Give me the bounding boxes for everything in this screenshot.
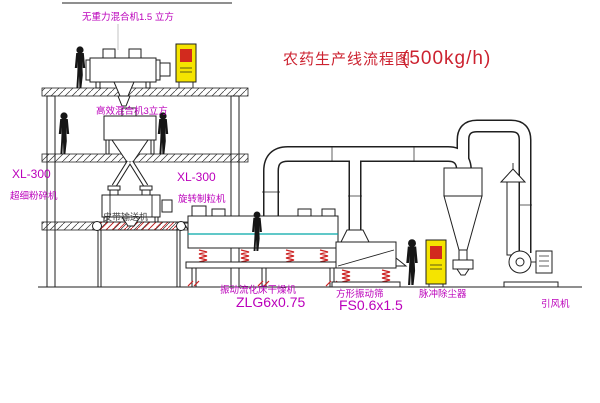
- label-dust-collector: 脉冲除尘器: [419, 288, 467, 300]
- screen-spring: [381, 269, 391, 283]
- stack-body: [506, 181, 520, 256]
- cyclone-separator: [443, 167, 483, 276]
- exhaust-stack: [499, 163, 527, 256]
- rotary-granulator: [101, 189, 173, 227]
- cyclone-cone: [443, 195, 483, 251]
- gravity-mixer: [85, 48, 171, 107]
- cabinet-panel: [430, 246, 442, 259]
- label-screen-model: FS0.6x1.5: [339, 297, 403, 313]
- mixer-motor: [159, 62, 171, 77]
- dryer-spring: [240, 249, 250, 263]
- granulator-discharge: [121, 216, 141, 227]
- label-high-eff-mixer: 高效混合机3立方: [96, 105, 168, 117]
- label-granulator-model: XL-300: [177, 170, 216, 184]
- person-icon: [58, 112, 70, 154]
- conveyor-pulley: [92, 221, 102, 231]
- dryer-body: [187, 215, 339, 249]
- mixer-inlet: [102, 48, 116, 59]
- main-exhaust-duct: [263, 146, 472, 218]
- label-pulverizer-model: XL-300: [12, 167, 51, 181]
- label-dryer-model: ZLG6x0.75: [236, 294, 305, 310]
- mixer-inlet: [128, 48, 142, 59]
- screen-hood: [340, 229, 370, 243]
- page-title-capacity: (500kg/h): [402, 48, 491, 69]
- label-granulator-name: 旋转制粒机: [178, 193, 226, 205]
- label-induced-fan: 引风机: [541, 298, 570, 310]
- person-icon: [74, 46, 86, 88]
- screen-deck: [337, 249, 395, 267]
- fluid-bed-dryer: [185, 205, 341, 288]
- label-screen-name: 方形振动筛: [336, 288, 384, 300]
- text-labels: 农药生产线流程图 (500kg/h) 无重力混合机1.5 立方 高效混合机3立方…: [10, 11, 570, 313]
- fan-base: [503, 281, 559, 288]
- cyclone-cylinder: [443, 167, 483, 197]
- screen-spring: [341, 269, 351, 283]
- label-belt-conveyor: 皮带输送机: [103, 211, 148, 222]
- stack-rain-cap: [499, 168, 527, 183]
- rotary-valve: [452, 259, 474, 270]
- dryer-spring: [285, 249, 295, 263]
- belt-conveyor: [92, 221, 186, 231]
- dryer-base: [185, 261, 341, 269]
- dryer-port: [211, 208, 226, 217]
- mid-floor-slab: [41, 153, 249, 163]
- induced-draft-fan: [503, 250, 559, 288]
- cabinet-panel: [180, 49, 192, 62]
- label-gravity-mixer: 无重力混合机1.5 立方: [82, 11, 174, 23]
- control-cabinet-top: [175, 43, 197, 88]
- page-title: 农药生产线流程图: [283, 51, 411, 68]
- dryer-port: [297, 208, 312, 217]
- screen-base: [331, 281, 401, 288]
- person-icon: [157, 112, 169, 154]
- dryer-spring: [319, 249, 329, 263]
- vibrating-screen: [331, 229, 408, 288]
- high-efficiency-mixer: [103, 107, 157, 191]
- dryer-port: [321, 208, 336, 217]
- conveyor-belt: [93, 221, 185, 231]
- fan-motor: [535, 250, 553, 274]
- label-dryer-name: 振动流化床干燥机: [220, 284, 297, 296]
- person-icon: [406, 239, 418, 285]
- label-pulverizer-name: 超细粉碎机: [10, 190, 58, 202]
- top-platform-slab: [41, 87, 249, 97]
- dust-collector-cabinet: [425, 239, 447, 287]
- dryer-feed-hopper: [191, 205, 207, 217]
- dryer-spring: [198, 249, 208, 263]
- screen-outlet: [395, 256, 408, 267]
- granulator-motor: [161, 199, 173, 213]
- exhaust-ductwork: [262, 119, 532, 253]
- foundation-marks: [187, 280, 338, 287]
